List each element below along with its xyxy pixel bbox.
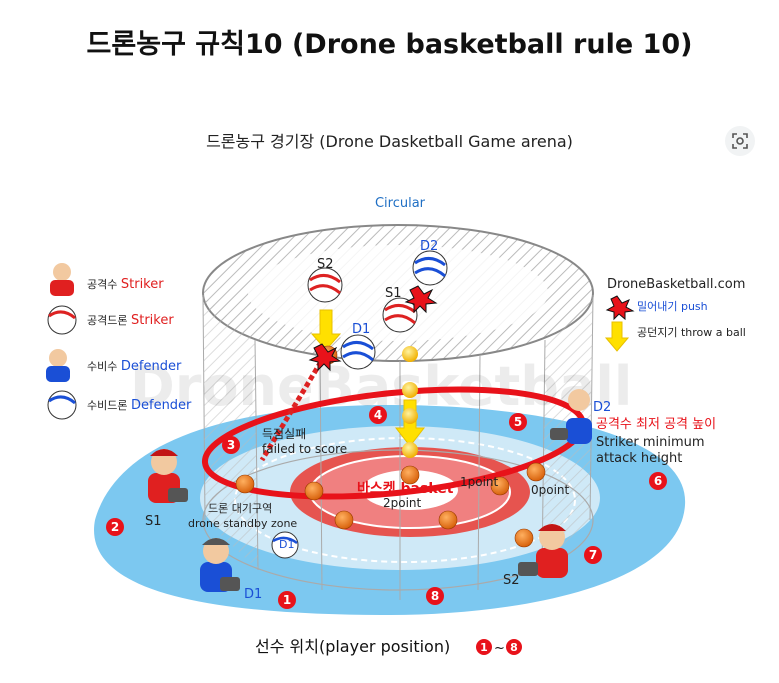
label-arena-positions-5: 6 <box>654 474 662 488</box>
drone-s1 <box>382 297 418 333</box>
defender-drone-icon <box>47 390 77 420</box>
striker-drone-icon <box>47 305 77 335</box>
striker-pilot-icon <box>50 263 74 296</box>
push-icon <box>605 295 635 321</box>
yellow-balls <box>402 346 418 458</box>
page-title: 드론농구 규칙10 (Drone basketball rule 10) <box>86 29 693 60</box>
label-footer-from: 1 <box>480 641 488 654</box>
label-legend_left-2-en: Defender <box>121 359 182 374</box>
label-legend_left-1-ko: 공격드론 <box>87 314 127 327</box>
push-burst-1 <box>404 285 438 314</box>
label-arena-positions-6: 7 <box>589 548 597 562</box>
label-arena-positions-2: 3 <box>227 438 235 452</box>
label-arena-point0: 0point <box>531 483 570 497</box>
label-arena-players-s1: S1 <box>145 514 162 529</box>
label-arena-striker_min_en1: Striker minimum <box>596 435 705 450</box>
label-arena-striker_min_en2: attack height <box>596 451 682 466</box>
label-legend_left-0-ko: 공격수 <box>87 278 117 291</box>
svg-text:수비수 Defender: 수비수 Defender <box>87 359 182 374</box>
label-arena-players-d2: D2 <box>593 400 611 415</box>
svg-text:공격수 Striker: 공격수 Striker <box>87 277 164 292</box>
player-d2 <box>550 389 592 444</box>
label-arena-failed_en: failed to score <box>262 442 347 456</box>
player-s2 <box>518 524 568 578</box>
figure-caption: 드론농구 경기장 (Drone Dasketball Game arena) <box>206 132 573 151</box>
svg-text:수비드론 Defender: 수비드론 Defender <box>87 398 192 413</box>
failed-trajectory <box>259 353 328 462</box>
label-arena-drones-d1: D1 <box>352 322 370 337</box>
arena-figure: 드론농구 경기장 (Drone Dasketball Game arena) <box>0 100 779 683</box>
label-legend_left-1-en: Striker <box>131 313 174 328</box>
label-footer-text: 선수 위치(player position) <box>255 637 450 656</box>
drone-d1 <box>340 334 376 370</box>
label-arena-striker_min_ko: 공격수 최저 공격 높이 <box>596 417 716 432</box>
label-legend_right-push: 밀어내기 push <box>637 300 708 313</box>
label-legend_left-3-ko: 수비드론 <box>87 399 127 412</box>
label-arena-drones-d1_floor: D1 <box>279 538 294 551</box>
defender-pilot-icon <box>46 349 70 382</box>
label-legend_right-throw: 공던지기 throw a ball <box>637 326 746 339</box>
cage-bottom <box>202 449 594 591</box>
label-arena-standby_en: drone standby zone <box>188 517 297 530</box>
label-arena-positions-3: 4 <box>374 408 382 422</box>
label-arena-positions-0: 1 <box>283 593 291 607</box>
label-arena-point1: 1point <box>460 475 499 489</box>
visual-search-button[interactable] <box>725 126 755 156</box>
label-footer-sep: ~ <box>494 641 505 656</box>
label-arena-players-s2: S2 <box>503 573 520 588</box>
lens-icon <box>732 133 748 149</box>
push-burst-2 <box>308 343 342 372</box>
label-legend_left-2-ko: 수비수 <box>87 360 117 373</box>
position-markers: 1 2 3 4 5 6 7 8 <box>106 406 667 609</box>
label-legend_right-site: DroneBasketball.com <box>607 277 745 292</box>
player-d1 <box>200 538 240 592</box>
throw-icon <box>604 321 630 352</box>
drone-d1-floor <box>271 531 299 559</box>
drone-s2 <box>307 267 343 303</box>
label-arena-point2: 2point <box>383 496 422 510</box>
label-arena-players-d1: D1 <box>244 587 262 602</box>
label-arena-failed_ko: 득점실패 <box>262 427 306 441</box>
label-footer-to: 8 <box>510 641 518 654</box>
legend-left: 공격수 Striker 공격드론 Striker 수비수 Defender 수비… <box>46 263 192 420</box>
label-arena-drones-s2: S2 <box>317 257 334 272</box>
label-arena-basket_label: 바스켓 basket <box>357 480 454 497</box>
label-arena-drones-d2: D2 <box>420 239 438 254</box>
label-arena-positions-7: 8 <box>431 589 439 603</box>
label-legend_left-3-en: Defender <box>131 398 192 413</box>
label-arena-positions-4: 5 <box>514 415 522 429</box>
legend-right: DroneBasketball.com 밀어내기 push 공던지기 throw… <box>604 277 746 352</box>
arena-diagram: DroneBasketball Circular <box>46 196 746 656</box>
label-arena-standby_ko: 드론 대기구역 <box>208 502 272 515</box>
label-legend_left-0-en: Striker <box>121 277 164 292</box>
player-s1 <box>148 449 188 503</box>
circular-label: Circular <box>375 196 426 211</box>
label-arena-positions-1: 2 <box>111 520 119 534</box>
drone-d2 <box>412 250 448 286</box>
label-arena-drones-s1: S1 <box>385 286 402 301</box>
footer-caption: 선수 위치(player position) 1 ~ 8 <box>255 637 522 656</box>
svg-text:공격드론 Striker: 공격드론 Striker <box>87 313 174 328</box>
